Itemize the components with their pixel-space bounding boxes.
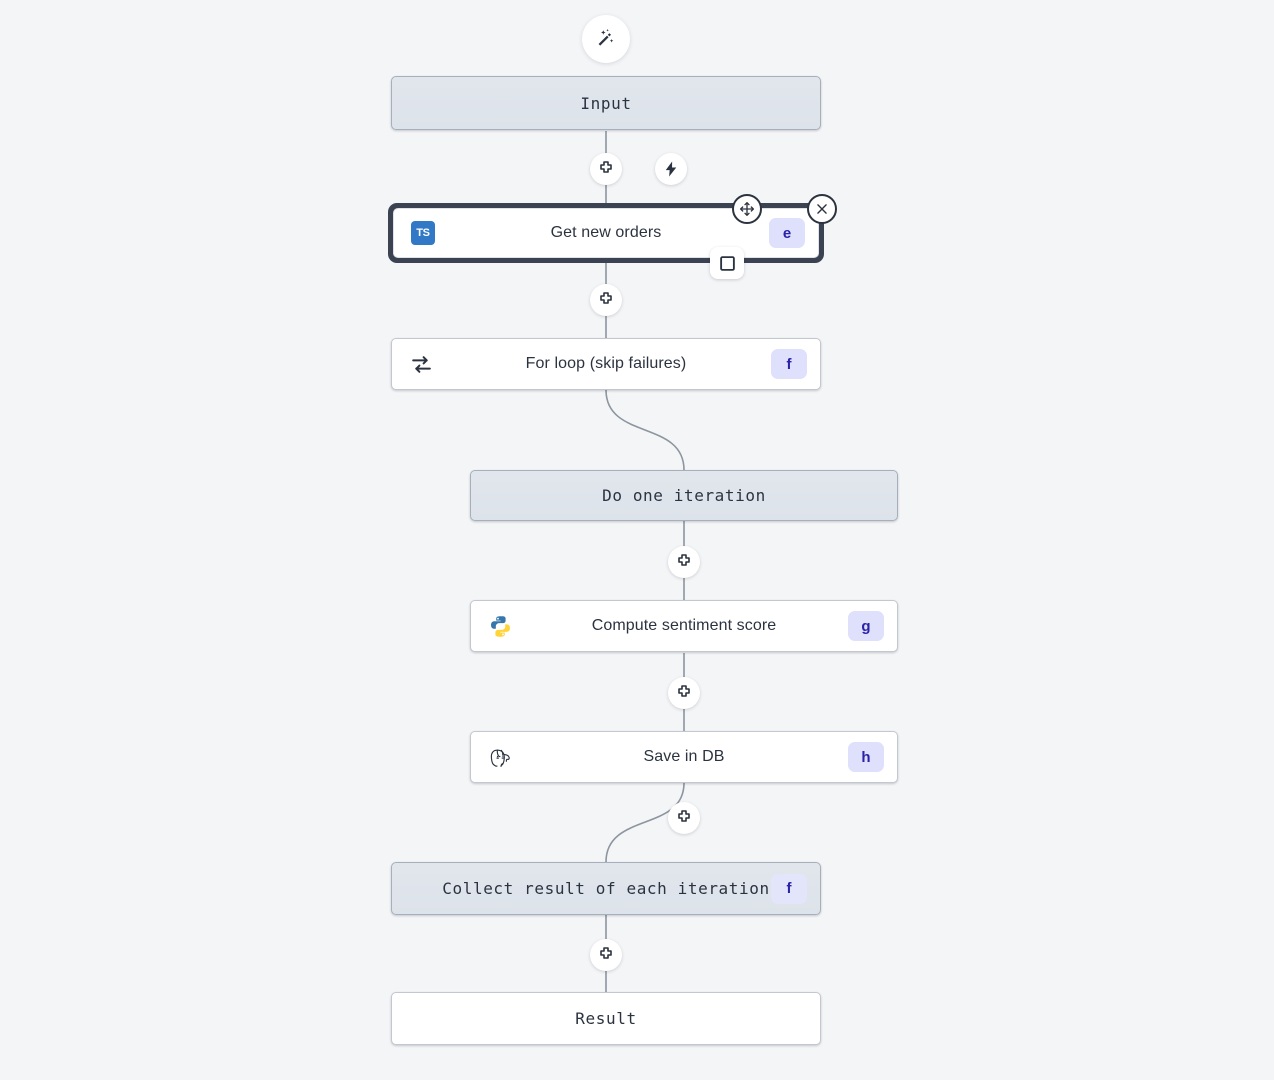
edge-forloop-to-doiteration (605, 389, 685, 471)
add-step-button-after-save-in-db[interactable] (668, 802, 700, 834)
plus-icon (600, 947, 612, 959)
loop-icon (408, 351, 434, 377)
node-for-loop-badge: f (771, 349, 807, 379)
add-step-button-after-input[interactable] (590, 153, 622, 185)
node-save-in-db[interactable]: Save in DB h (470, 731, 898, 783)
node-compute-sentiment-score[interactable]: Compute sentiment score g (470, 600, 898, 652)
postgresql-icon (487, 744, 513, 770)
magic-wand-button[interactable] (582, 15, 630, 63)
close-icon (817, 204, 827, 214)
typescript-icon-text: TS (411, 221, 435, 245)
node-for-loop[interactable]: For loop (skip failures) f (391, 338, 821, 390)
plus-icon (678, 685, 690, 697)
node-save-in-db-badge: h (848, 742, 884, 772)
node-do-one-iteration-label: Do one iteration (602, 486, 766, 505)
node-result-label: Result (575, 1009, 637, 1028)
node-input-label: Input (580, 93, 632, 113)
node-input[interactable]: Input (391, 76, 821, 130)
node-collect-result-label: Collect result of each iteration (442, 879, 770, 898)
add-step-button-after-get-new-orders[interactable] (590, 284, 622, 316)
magic-wand-icon (598, 29, 614, 46)
plus-icon (678, 810, 690, 822)
add-step-button-after-do-one-iteration[interactable] (668, 546, 700, 578)
python-icon (487, 613, 513, 639)
node-collect-result-badge: f (771, 873, 807, 904)
add-step-button-before-result[interactable] (590, 939, 622, 971)
add-step-button-after-compute-sentiment-score[interactable] (668, 677, 700, 709)
node-get-new-orders-label: Get new orders (550, 224, 662, 241)
close-node-button[interactable] (807, 194, 837, 224)
node-for-loop-label: For loop (skip failures) (525, 355, 687, 372)
plus-icon (600, 292, 612, 304)
lightning-icon (665, 161, 677, 177)
checkbox-unchecked-icon (719, 255, 735, 271)
node-save-in-db-label: Save in DB (643, 748, 725, 765)
node-get-new-orders-badge: e (769, 218, 805, 248)
node-do-one-iteration[interactable]: Do one iteration (470, 470, 898, 521)
node-collect-result[interactable]: Collect result of each iteration f (391, 862, 821, 915)
trigger-button[interactable] (655, 153, 687, 185)
node-compute-sentiment-score-badge: g (848, 611, 884, 641)
plus-icon (678, 554, 690, 566)
move-handle-icon (740, 202, 754, 216)
move-handle-button[interactable] (732, 194, 762, 224)
checkbox-button[interactable] (710, 247, 744, 279)
plus-icon (600, 161, 612, 173)
node-result[interactable]: Result (391, 992, 821, 1045)
node-compute-sentiment-score-label: Compute sentiment score (591, 617, 777, 634)
typescript-icon: TS (410, 220, 436, 246)
